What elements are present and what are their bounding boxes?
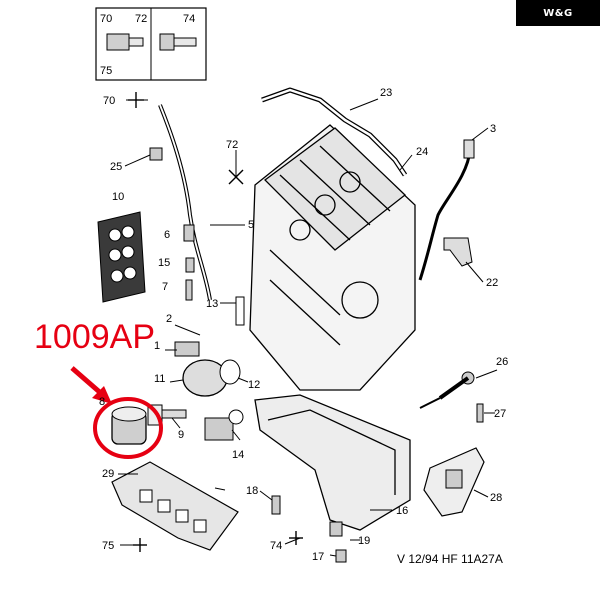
cross-markers xyxy=(128,92,303,552)
bolt-icon-left xyxy=(106,33,144,51)
engine-block xyxy=(249,124,416,531)
highlight-arrow xyxy=(70,366,105,397)
reference-code: V 12/94 HF 11A27A xyxy=(397,552,503,566)
inset-label: 75 xyxy=(100,65,112,77)
callout-label: 15 xyxy=(158,257,170,269)
callout-label: 13 xyxy=(206,298,218,310)
callout-label: 11 xyxy=(154,373,165,385)
callout-label: 24 xyxy=(416,146,428,158)
callout-labels: 70 25 10 6 15 7 72 5 23 24 3 22 13 2 1 1… xyxy=(99,87,508,563)
clip-part xyxy=(149,147,163,161)
oil-pump xyxy=(204,409,244,441)
tension-lever xyxy=(419,371,475,409)
callout-label: 22 xyxy=(486,277,498,289)
callout-label: 75 xyxy=(102,540,114,552)
bracket xyxy=(443,237,473,267)
callout-label: 19 xyxy=(358,535,370,547)
callout-label: 7 xyxy=(162,281,168,293)
brand-badge: W&G xyxy=(516,0,600,26)
callout-label: 12 xyxy=(248,379,260,391)
spring-part xyxy=(235,296,245,326)
inset-label: 72 xyxy=(135,13,147,25)
callout-label: 10 xyxy=(112,191,124,203)
callout-label: 29 xyxy=(102,468,114,480)
callout-label: 25 xyxy=(110,161,122,173)
bolt-part xyxy=(329,521,343,537)
plug-part xyxy=(185,279,193,301)
plug-part xyxy=(183,224,195,242)
callout-label: 70 xyxy=(103,95,115,107)
highlighted-part xyxy=(111,404,187,445)
callout-label: 28 xyxy=(490,492,502,504)
callout-label: 14 xyxy=(232,449,244,461)
plug-part xyxy=(185,257,195,273)
bolt-part xyxy=(476,403,484,423)
callout-label: 74 xyxy=(270,540,282,552)
callout-label: 6 xyxy=(164,229,170,241)
callout-label: 5 xyxy=(248,219,254,231)
bolt-icon-right xyxy=(159,33,197,51)
leader-lines xyxy=(118,98,498,557)
fastener-inset: 70 72 74 75 xyxy=(95,7,207,81)
bolt-part xyxy=(335,549,347,563)
callout-label: 17 xyxy=(312,551,324,563)
callout-label: 26 xyxy=(496,356,508,368)
sensor-cable xyxy=(418,149,472,281)
gasket-set xyxy=(97,211,146,303)
callout-label: 9 xyxy=(178,429,184,441)
callout-label: 8 xyxy=(99,396,105,408)
highlight-circle xyxy=(93,397,163,459)
callout-label: 3 xyxy=(490,123,496,135)
callout-label: 27 xyxy=(494,408,506,420)
callout-label: 72 xyxy=(226,139,238,151)
filter-housing xyxy=(174,341,241,397)
inset-label: 70 xyxy=(100,13,112,25)
callout-label: 18 xyxy=(246,485,258,497)
callout-label: 23 xyxy=(380,87,392,99)
timing-guide xyxy=(423,447,485,517)
callout-label: 1 xyxy=(154,340,160,352)
callout-label: 16 xyxy=(396,505,408,517)
inset-label: 74 xyxy=(183,13,195,25)
baffle-plate xyxy=(111,461,239,551)
bolt-part xyxy=(271,495,281,515)
callout-label: 2 xyxy=(166,313,172,325)
part-number-label: 1009AP xyxy=(34,318,155,356)
